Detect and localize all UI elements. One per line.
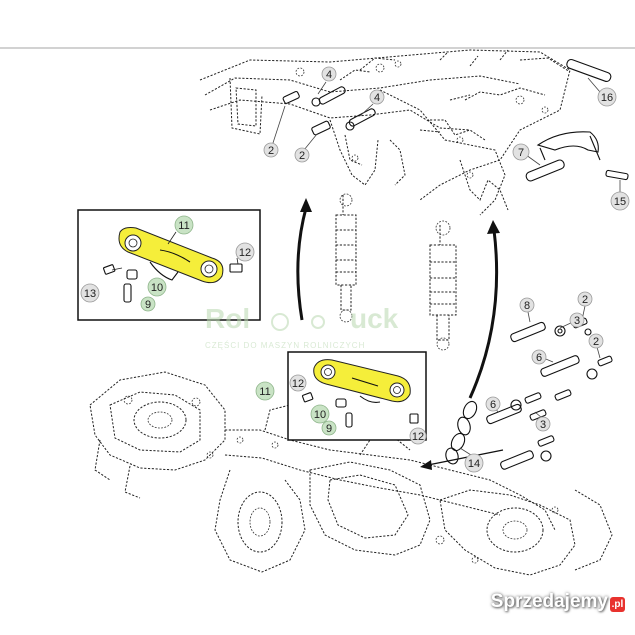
callout-label: 2	[593, 336, 599, 348]
watermark: Rol uck CZĘŚCI DO MASZYN ROLNICZYCH	[205, 303, 399, 350]
callout-label: 14	[468, 458, 480, 470]
callout-d9: 9	[140, 296, 156, 312]
callout-label: 10	[314, 409, 326, 421]
callout-label: 12	[292, 378, 304, 390]
callout-c7: 7	[512, 143, 530, 161]
callout-label: 12	[239, 247, 251, 259]
callout-label: 2	[299, 150, 305, 162]
tractor-frame-upper	[199, 49, 571, 216]
callout-c15: 15	[610, 191, 630, 211]
callout-c2c: 2	[577, 291, 593, 307]
callout-label: 16	[601, 92, 613, 104]
callout-label: 2	[582, 294, 588, 306]
right-shock-absorber	[429, 220, 457, 351]
callout-c2a: 2	[263, 142, 279, 158]
callout-label: 3	[574, 315, 580, 327]
highlighted-link-bar-left	[118, 227, 224, 284]
callout-d13: 13	[80, 283, 100, 303]
left-shock-absorber	[335, 193, 357, 323]
callout-label: 4	[326, 69, 332, 81]
callout-label: 4	[374, 92, 380, 104]
callout-label: 3	[540, 419, 546, 431]
callout-label: 12	[412, 431, 424, 443]
callout-c8: 8	[519, 297, 535, 313]
watermark-brand-tail: uck	[350, 303, 399, 334]
callout-c2d: 2	[588, 333, 604, 349]
watermark-brand: Rol	[205, 303, 250, 334]
callout-e10: 10	[310, 404, 330, 424]
callout-c3a: 3	[569, 312, 585, 328]
callout-label: 9	[326, 423, 332, 435]
callout-label: 2	[268, 145, 274, 157]
site-badge: Sprzedajemy .pl	[491, 591, 625, 613]
callout-d12: 12	[235, 242, 255, 262]
callout-e11: 11	[255, 381, 275, 401]
callout-c4b: 4	[369, 89, 385, 105]
callout-e12b: 12	[409, 427, 427, 445]
flow-arrows	[296, 198, 504, 470]
callout-label: 15	[614, 196, 626, 208]
callout-label: 11	[259, 386, 270, 398]
callout-e12a: 12	[289, 374, 307, 392]
callout-e9: 9	[321, 420, 337, 436]
callout-label: 6	[490, 399, 496, 411]
chain	[445, 400, 478, 465]
callout-label: 7	[518, 147, 524, 159]
detail-box-left	[77, 209, 261, 321]
callout-c3b: 3	[535, 416, 551, 432]
right-hardware	[486, 317, 613, 470]
callout-label: 8	[524, 300, 530, 312]
callout-label: 10	[151, 282, 163, 294]
callout-label: 13	[84, 288, 96, 300]
upper-pins	[282, 58, 629, 182]
callout-d11: 11	[174, 215, 194, 235]
callout-c2b: 2	[294, 147, 310, 163]
site-badge-name: Sprzedajemy	[490, 591, 608, 612]
front-axle-assembly	[89, 371, 613, 576]
callout-label: 11	[178, 220, 189, 232]
callout-label: 6	[536, 352, 542, 364]
callout-c6a: 6	[531, 349, 547, 365]
callout-c16: 16	[597, 87, 617, 107]
site-badge-tld: .pl	[610, 596, 625, 612]
callout-c4a: 4	[321, 66, 337, 82]
callout-d10: 10	[147, 277, 167, 297]
watermark-tagline: CZĘŚCI DO MASZYN ROLNICZYCH	[205, 341, 365, 350]
detail-box-center	[287, 351, 427, 441]
callout-c6b: 6	[485, 396, 501, 412]
callout-c14: 14	[464, 453, 484, 473]
callout-label: 9	[145, 299, 151, 311]
